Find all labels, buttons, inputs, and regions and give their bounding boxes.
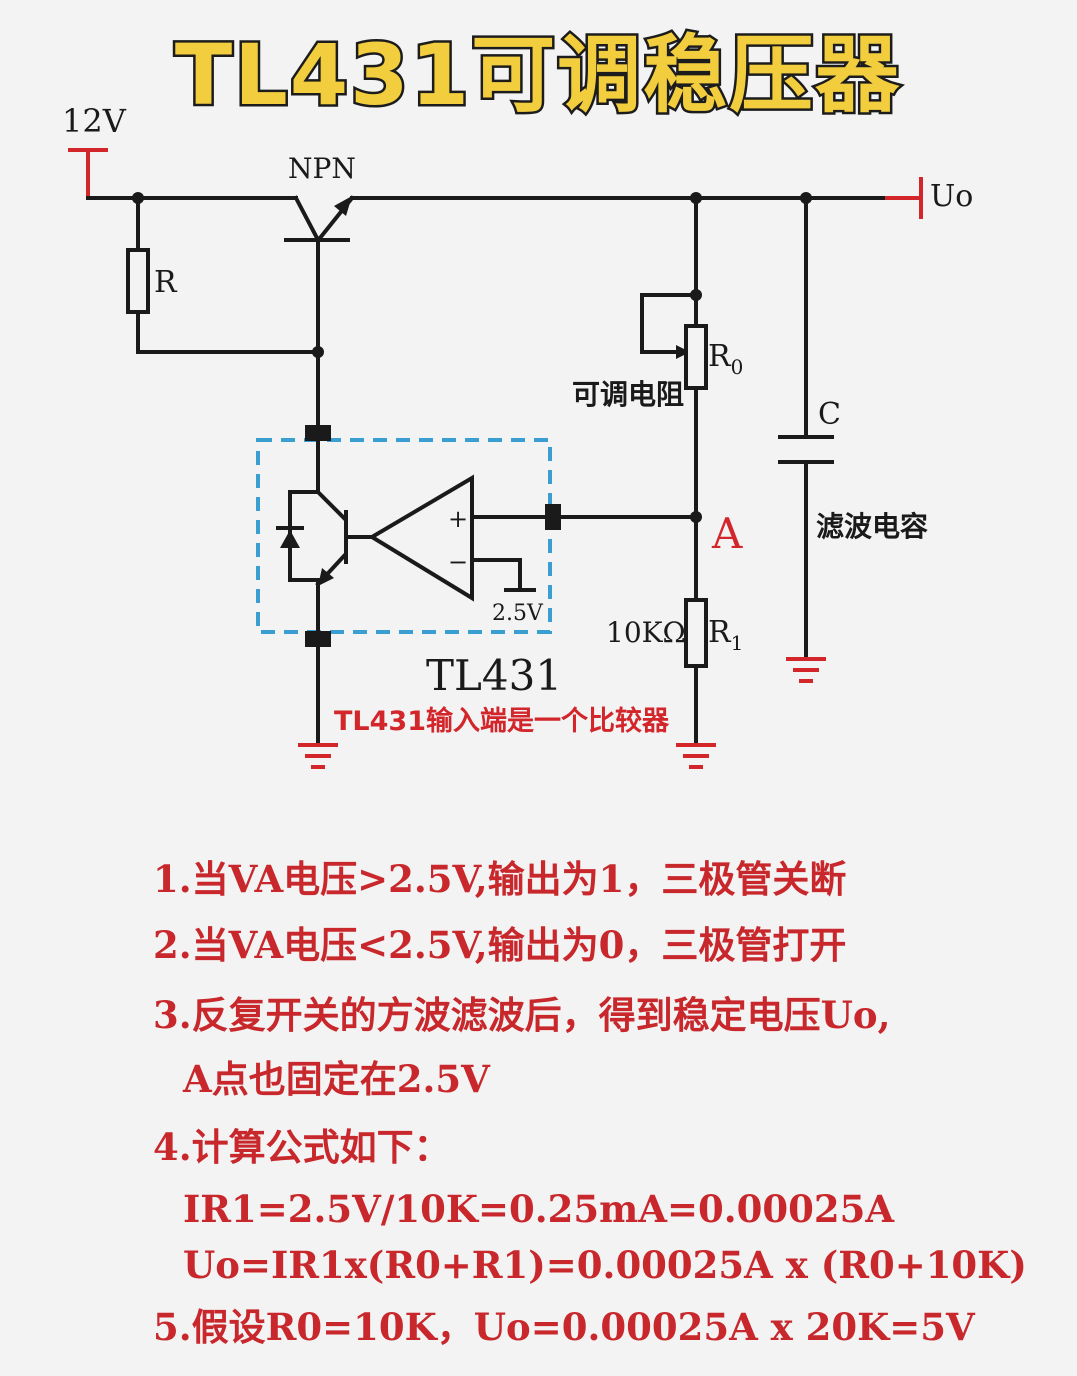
tl431-label: TL431 — [426, 651, 562, 700]
pot-wiper-wire — [640, 293, 698, 354]
capacitor-caption: 滤波电容 — [816, 510, 928, 543]
capacitor-label: C — [818, 397, 841, 432]
pot-caption: 可调电阻 — [572, 378, 684, 411]
cathode-pin — [305, 425, 331, 441]
rule-line: 1.当VA电压>2.5V,输出为1，三极管关断 — [153, 857, 846, 901]
ground-symbol — [786, 657, 826, 683]
resistor-r1 — [684, 598, 708, 668]
tl431-box — [256, 438, 552, 634]
rule-line: 2.当VA电压<2.5V,输出为0，三极管打开 — [153, 923, 846, 967]
reference-voltage-label: 2.5V — [492, 601, 544, 626]
comparator-minus-sign: − — [448, 548, 468, 576]
input-voltage-label: 12V — [62, 102, 127, 140]
r1-value-label: 10KΩ — [606, 616, 686, 649]
output-terminal — [885, 177, 923, 219]
rule-line: 3.反复开关的方波滤波后，得到稳定电压Uo, — [153, 993, 890, 1037]
rule-line: 5.假设R0=10K，Uo=0.00025A x 20K=5V — [153, 1305, 976, 1349]
formula-line: Uo=IR1x(R0+R1)=0.00025A x (R0+10K) — [183, 1243, 1027, 1287]
ground-symbol — [298, 743, 338, 769]
r1-label: R1 — [708, 615, 743, 655]
formula-line: IR1=2.5V/10K=0.25mA=0.00025A — [183, 1187, 895, 1231]
tl431-internal-diode — [276, 490, 320, 582]
reference-pin — [545, 504, 561, 530]
rule-line: 4.计算公式如下： — [153, 1125, 451, 1169]
input-terminal — [68, 148, 108, 198]
resistor-r-label: R — [154, 265, 178, 300]
pot-wiper-arrow — [676, 345, 690, 359]
pot-label: R0 — [708, 339, 743, 379]
resistor-r — [126, 248, 150, 314]
tl431-internal-transistor — [315, 439, 374, 633]
comparator-plus-sign: + — [448, 505, 468, 533]
rule-line: A点也固定在2.5V — [182, 1057, 491, 1101]
rules-list: 1.当VA电压>2.5V,输出为1，三极管关断 2.当VA电压<2.5V,输出为… — [153, 857, 1027, 1349]
node-a-label: A — [711, 509, 743, 558]
anode-pin — [305, 631, 331, 647]
junction-dot — [312, 346, 324, 358]
tl431-caption: TL431输入端是一个比较器 — [334, 705, 670, 737]
npn-label: NPN — [288, 152, 356, 185]
output-voltage-label: Uo — [930, 179, 973, 214]
page-title: TL431可调稳压器 — [175, 26, 901, 124]
comparator-opamp — [368, 474, 474, 602]
npn-transistor — [284, 195, 355, 434]
potentiometer-r0 — [684, 324, 708, 390]
ground-symbol — [676, 743, 716, 769]
